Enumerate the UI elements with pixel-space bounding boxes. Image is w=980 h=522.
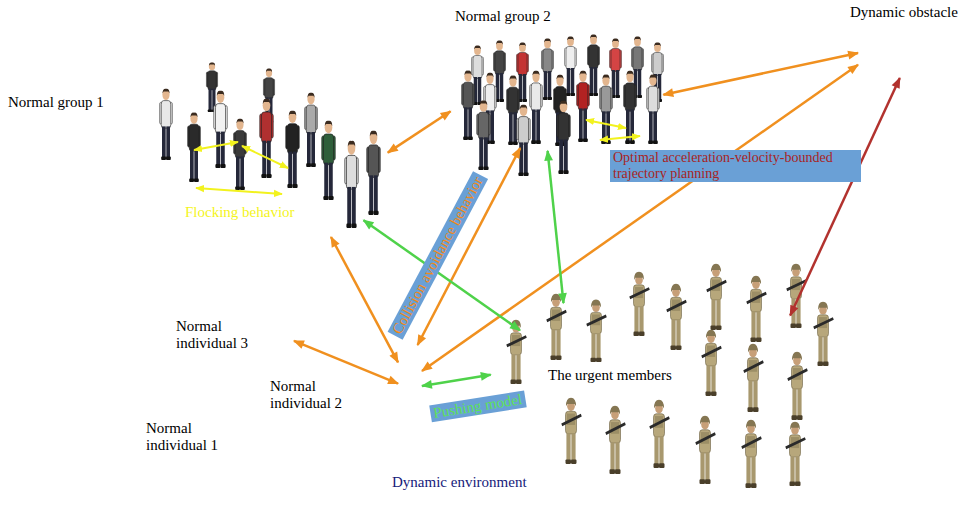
person-figure (239, 401, 260, 500)
obstacle-car: Dynamic obstacle (858, 28, 946, 78)
person-figure (345, 141, 359, 228)
person-figure (322, 121, 336, 200)
flocking-arrow (194, 142, 238, 150)
edge-label: Optimal acceleration-velocity-bounded tr… (610, 150, 861, 182)
person-figure (530, 71, 543, 144)
interaction-arrow (548, 151, 564, 303)
soldier-figure (649, 400, 669, 468)
soldier-figure (586, 300, 606, 362)
car-figure (863, 38, 944, 75)
person-figure (542, 39, 554, 100)
person-figure (624, 71, 637, 144)
person-figure (400, 346, 419, 431)
person-figure (206, 62, 217, 112)
individual-figure-outline (236, 400, 262, 500)
node-label: The urgent members (548, 367, 672, 384)
soldier-figure (629, 272, 649, 336)
individual-figure-outline (398, 345, 422, 431)
interaction-arrow (663, 53, 858, 95)
soldier-figure (743, 344, 763, 412)
flocking-arrow (196, 188, 282, 194)
interaction-arrow (790, 78, 900, 316)
interaction-arrow (331, 237, 398, 362)
person-figure (600, 75, 613, 144)
person-figure (557, 101, 571, 174)
flocking-arrow (600, 136, 640, 140)
node-label: Normal individual 3 (176, 318, 266, 353)
group-ellipse: Normal group 1 (148, 97, 392, 247)
person-figure (477, 101, 491, 170)
person-figure (647, 75, 660, 144)
node-label: Dynamic obstacle (850, 4, 958, 21)
person-figure (305, 93, 318, 167)
group-outline (489, 284, 841, 504)
interaction-arrow (422, 65, 858, 371)
person-figure (367, 131, 381, 215)
person-figure (272, 296, 291, 373)
group-outline (149, 98, 391, 246)
group-ellipse-outline (148, 97, 392, 247)
interaction-arrow (294, 341, 398, 384)
person-figure (462, 71, 475, 140)
node-label: Normal group 1 (8, 94, 104, 111)
urgent-ellipse-outline (488, 283, 842, 505)
node-label: Normal individual 2 (270, 378, 362, 413)
person-figure (517, 105, 531, 176)
person-figure (565, 37, 577, 96)
soldier-figure (785, 422, 805, 486)
behavior-label: Flocking behavior (185, 204, 295, 221)
group-ellipse: Normal group 2 (449, 55, 665, 151)
soldier-figure (605, 406, 625, 474)
flocking-arrow (586, 120, 626, 128)
node-label: Normal group 2 (455, 8, 551, 25)
soldier-figure (786, 264, 806, 328)
flocking-arrow (242, 146, 288, 168)
individual-figure-outline (270, 295, 294, 373)
person-figure (214, 91, 228, 168)
environment-blob (1, 10, 958, 514)
soldier-figure (706, 264, 726, 330)
behavior-label: Collision avoidance behavior (388, 171, 489, 340)
edge-label: Pushing model (429, 390, 526, 422)
interaction-arrow (422, 375, 491, 386)
soldier-figure (787, 352, 807, 420)
obstacle-car-outline (858, 28, 946, 78)
soldier-figure (666, 284, 686, 350)
soldier-figure (746, 276, 766, 342)
soldier-figure (546, 294, 566, 360)
person-figure (286, 111, 300, 188)
soldier-figure (695, 416, 715, 484)
individual-figure: Normal individual 3 (270, 295, 294, 373)
soldier-figure (701, 330, 721, 396)
person-figure (188, 113, 201, 182)
person-figure (160, 89, 173, 160)
person-figure (260, 99, 274, 178)
person-figure (234, 119, 247, 190)
person-figure (577, 71, 590, 142)
soldier-figure (813, 302, 833, 366)
node-label: Normal individual 1 (146, 420, 232, 455)
soldier-figure (741, 420, 761, 488)
urgent-ellipse: The urgent members (488, 283, 842, 505)
individual-figure: Normal individual 2 (398, 345, 422, 431)
node-label: Dynamic environment (392, 474, 527, 491)
group-ellipse-outline (449, 55, 665, 151)
interaction-arrow (388, 111, 451, 152)
individual-figure: Normal individual 1 (236, 400, 262, 500)
group-outline (450, 56, 664, 150)
soldier-figure (561, 398, 581, 464)
